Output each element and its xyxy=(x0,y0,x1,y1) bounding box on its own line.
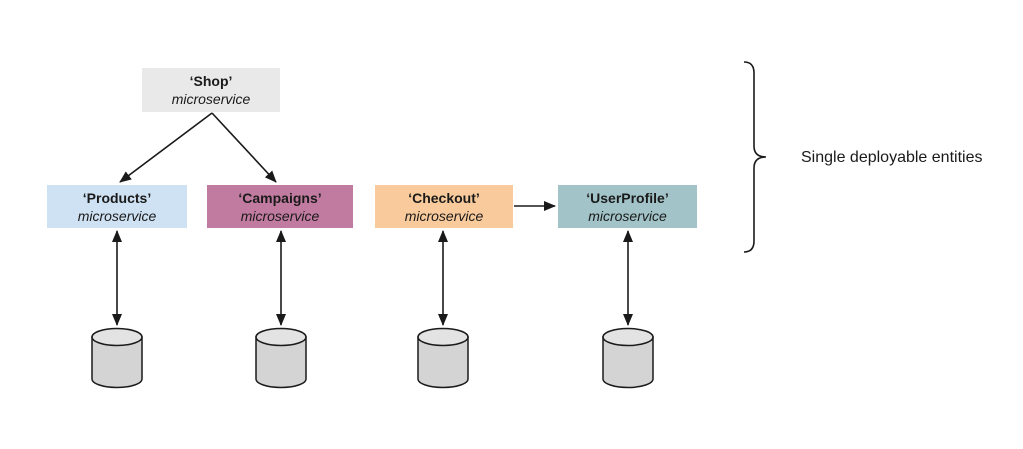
node-products: ‘Products’ microservice xyxy=(47,185,187,228)
node-userprofile-title: ‘UserProfile’ xyxy=(586,189,669,206)
curly-brace xyxy=(743,61,767,253)
node-checkout-title: ‘Checkout’ xyxy=(408,189,480,206)
node-userprofile: ‘UserProfile’ microservice xyxy=(558,185,697,228)
database-cylinder-products xyxy=(91,327,143,389)
arrow-shop-to-products xyxy=(119,112,213,183)
database-cylinder-campaigns xyxy=(255,327,307,389)
node-shop: ‘Shop’ microservice xyxy=(142,68,280,112)
node-shop-title: ‘Shop’ xyxy=(189,73,233,89)
annotation-label: Single deployable entities xyxy=(801,149,983,166)
node-shop-subtitle: microservice xyxy=(171,91,251,107)
node-userprofile-subtitle: microservice xyxy=(588,207,667,224)
database-cylinder-userprofile xyxy=(602,327,654,389)
node-checkout-subtitle: microservice xyxy=(404,207,484,224)
node-products-subtitle: microservice xyxy=(77,207,157,224)
node-campaigns-subtitle: microservice xyxy=(240,207,320,224)
node-products-title: ‘Products’ xyxy=(82,189,152,206)
node-checkout: ‘Checkout’ microservice xyxy=(375,185,513,228)
arrow-shop-to-campaigns xyxy=(211,112,277,183)
node-campaigns: ‘Campaigns’ microservice xyxy=(207,185,353,228)
node-campaigns-title: ‘Campaigns’ xyxy=(238,189,322,206)
database-cylinder-checkout xyxy=(417,327,469,389)
